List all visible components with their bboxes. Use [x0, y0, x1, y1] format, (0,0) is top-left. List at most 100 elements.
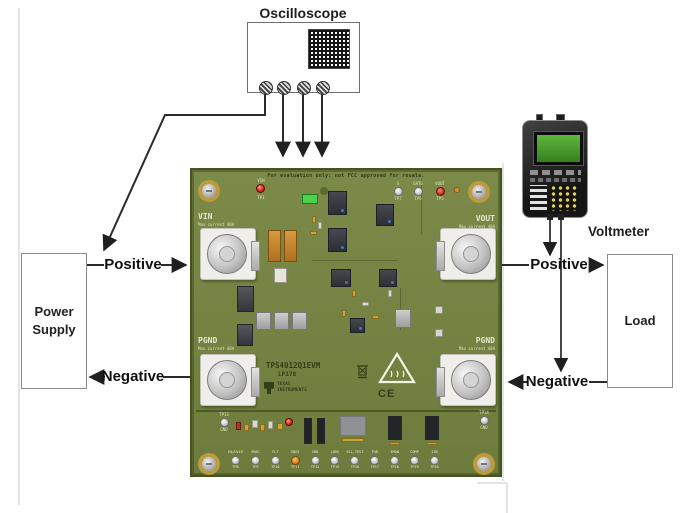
passive-component	[252, 420, 258, 428]
load-box: Load	[607, 254, 673, 388]
testpoint-dot	[219, 418, 229, 427]
weee-bin-icon	[357, 365, 368, 379]
corner-screw-br	[473, 453, 495, 475]
test-pad	[435, 329, 443, 337]
terminal-lug-center	[219, 372, 235, 388]
orange-capacitor	[284, 230, 297, 262]
corner-screw-tl	[198, 180, 220, 202]
green-connector	[302, 194, 318, 204]
controller-ic	[350, 318, 365, 333]
terminal-lug-center	[463, 372, 479, 388]
corner-screw-bl	[198, 453, 220, 475]
ti-logo-icon	[264, 382, 274, 394]
passive-component	[310, 231, 317, 235]
voltmeter-lead-stub-1	[547, 214, 553, 220]
passive-component	[372, 315, 379, 319]
power-supply-label: Power Supply	[32, 304, 76, 337]
power-supply-box: Power Supply	[21, 253, 87, 389]
jumper-header	[304, 418, 312, 444]
ic-chip	[376, 204, 394, 226]
board-id: LP178	[278, 371, 297, 378]
passive-component	[388, 290, 392, 297]
passive-component	[244, 424, 249, 431]
testpoint-dot	[413, 187, 423, 196]
terminal-tab	[251, 241, 260, 271]
capacitor	[256, 312, 271, 330]
silkscreen-notice: For evaluation only; not FCC approved fo…	[267, 173, 425, 179]
passive-component	[268, 421, 273, 429]
oscilloscope-label: Oscilloscope	[259, 5, 347, 21]
ps-negative-label: Negative	[101, 368, 165, 385]
voltmeter-label: Voltmeter	[588, 224, 650, 239]
jumper-header	[317, 418, 325, 444]
pgnd-left-terminal	[200, 354, 260, 406]
led-label: VIN	[257, 178, 265, 183]
gnd-testpoint-right: TP14 GND	[479, 410, 489, 430]
passive-component	[312, 216, 316, 223]
jumper-block	[340, 416, 366, 436]
pcb-board: For evaluation only; not FCC approved fo…	[190, 168, 502, 477]
part-number: TPS4012Q1EVM	[266, 361, 321, 370]
solder-pads	[390, 442, 400, 445]
bnc-connector-2	[277, 81, 291, 95]
brand-line2: INSTRUMENTS	[277, 388, 307, 393]
vout-terminal	[436, 228, 496, 280]
inductor	[237, 286, 254, 312]
ic-chip	[379, 269, 397, 287]
bnc-connector-3	[297, 81, 311, 95]
load-label: Load	[624, 313, 656, 329]
status-led	[285, 418, 293, 426]
bnc-connector-1	[259, 81, 273, 95]
ic-chip	[331, 269, 351, 287]
ce-mark: CE	[378, 388, 396, 400]
strip-divider	[196, 410, 496, 412]
voltmeter-buttons-row	[530, 170, 581, 175]
corner-screw-tr	[468, 181, 490, 203]
jumper-block	[425, 416, 439, 440]
pgnd-left-note: Max current 40A	[198, 346, 235, 351]
vout-note: Max current 40A	[458, 224, 495, 229]
pgnd-right-note: Max current 40A	[458, 346, 495, 351]
capacitor	[395, 309, 411, 328]
led-tp-label: TP1	[257, 195, 265, 200]
passive-component	[352, 290, 356, 297]
capacitor	[274, 312, 289, 330]
vin-terminal	[200, 228, 260, 280]
hot-surface-warning-icon	[378, 352, 416, 384]
passive-component	[277, 423, 283, 430]
terminal-tab	[436, 241, 445, 271]
board-hole	[320, 187, 328, 195]
pcb-trace	[312, 260, 398, 261]
testpoint-dot-red	[435, 187, 445, 196]
voltmeter-keypad	[550, 185, 578, 211]
passive-component	[342, 310, 346, 317]
fiducial-dot	[454, 187, 460, 193]
terminal-lug-center	[219, 246, 235, 262]
voltmeter-device	[522, 120, 588, 218]
vin-label: VIN	[198, 212, 213, 221]
testpoint-dot	[479, 416, 489, 425]
testpoint-gate: GATE TP6	[413, 181, 423, 201]
voltmeter-lead-stub-2	[558, 214, 564, 220]
load-positive-label: Positive	[530, 256, 588, 273]
bnc-connector-4	[316, 81, 330, 95]
gnd-testpoint-left: TP13 GND	[219, 412, 229, 432]
oscilloscope-screen	[308, 29, 350, 69]
pgnd-left-label: PGND	[198, 336, 218, 345]
pcb-trace	[421, 179, 422, 234]
vin-note: Max current 40A	[198, 222, 235, 227]
test-pad	[435, 306, 443, 314]
